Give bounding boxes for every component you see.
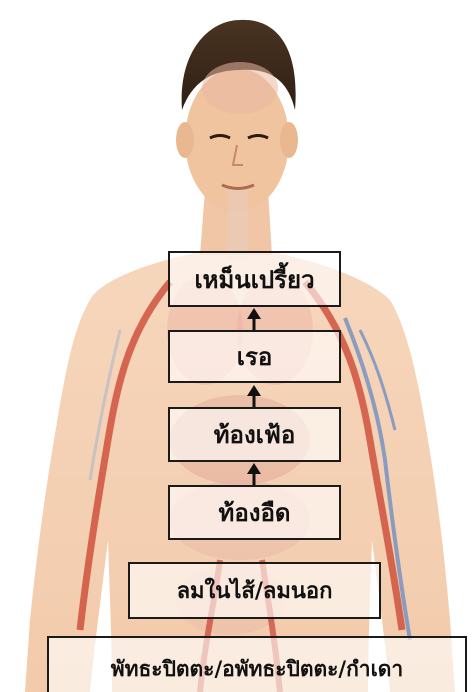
stage-label-2: เรอ (237, 337, 273, 376)
stage-label-1: เหม็นเปรี้ยว (194, 260, 314, 299)
stage-label-3: ท้องเฟ้อ (214, 415, 296, 454)
stage-label-5: ลมในไส้/ลมนอก (177, 573, 333, 608)
stage-label-4: ท้องอืด (219, 493, 291, 532)
stage-box-1: เหม็นเปรี้ยว (168, 251, 341, 307)
stage-box-6: พัทธะปิตตะ/อพัทธะปิตตะ/กำเดา (47, 636, 467, 692)
stage-box-5: ลมในไส้/ลมนอก (128, 562, 381, 619)
stage-label-6: พัทธะปิตตะ/อพัทธะปิตตะ/กำเดา (111, 653, 403, 686)
stage-box-4: ท้องอืด (168, 485, 341, 540)
stage-box-3: ท้องเฟ้อ (168, 407, 341, 462)
stage-box-2: เรอ (168, 330, 341, 383)
